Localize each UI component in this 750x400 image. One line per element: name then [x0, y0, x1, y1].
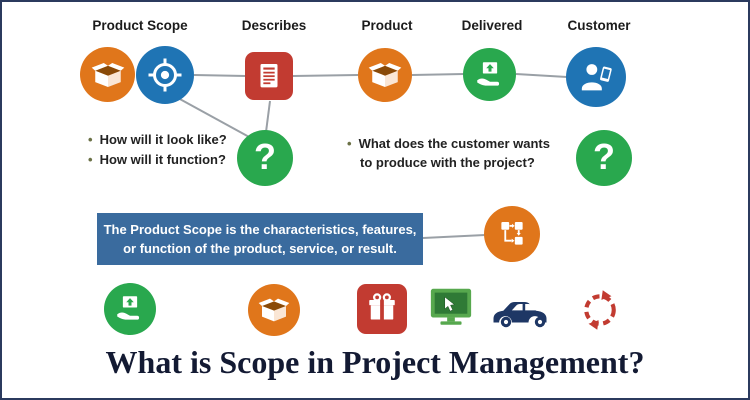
page-title: What is Scope in Project Management? [105, 344, 645, 380]
question-item: How will it function? [88, 152, 227, 167]
hand-delivery-icon [117, 296, 140, 320]
delivered-hand-badge [463, 48, 516, 101]
customer-badge [566, 47, 626, 107]
question-badge-left: ? [237, 130, 293, 186]
process-flow-icon [501, 221, 523, 245]
open-box-icon [91, 62, 124, 87]
describes-document-badge [245, 52, 293, 100]
bottom-hand-badge [104, 283, 156, 335]
product-scope-target-badge [136, 46, 194, 104]
gift-icon [369, 293, 395, 320]
process-badge [484, 206, 540, 262]
question-line: to produce with the project? [360, 155, 535, 170]
product-box-badge [358, 48, 412, 102]
question-mark-icon: ? [254, 135, 276, 177]
question-badge-right: ? [576, 130, 632, 186]
cycle-arrows-icon [584, 290, 616, 330]
open-box-icon [258, 298, 290, 322]
label-customer: Customer [567, 18, 631, 33]
question-mark-icon: ? [593, 135, 615, 177]
target-icon [148, 58, 182, 92]
label-delivered: Delivered [461, 18, 523, 33]
document-list-icon [260, 63, 278, 88]
label-product-scope: Product Scope [92, 18, 188, 33]
product-scope-definition: The Product Scope is the characteristics… [97, 213, 423, 265]
left-questions-list: How will it look like? How will it funct… [88, 132, 227, 172]
car-icon [493, 302, 547, 328]
right-question-block: What does the customer wants to produce … [347, 136, 550, 170]
hand-delivery-icon [476, 61, 499, 86]
bottom-box-badge [248, 284, 300, 336]
question-item: How will it look like? [88, 132, 227, 147]
gift-badge [357, 284, 407, 334]
product-scope-box-badge [80, 47, 135, 102]
label-product: Product [361, 18, 413, 33]
open-box-icon [368, 62, 402, 88]
monitor-cursor-icon [430, 288, 472, 325]
question-line: What does the customer wants [347, 136, 550, 151]
customer-people-icon [581, 64, 612, 91]
definition-line: or function of the product, service, or … [123, 241, 397, 256]
definition-line: The Product Scope is the characteristics… [103, 221, 417, 237]
label-describes: Describes [241, 18, 307, 33]
